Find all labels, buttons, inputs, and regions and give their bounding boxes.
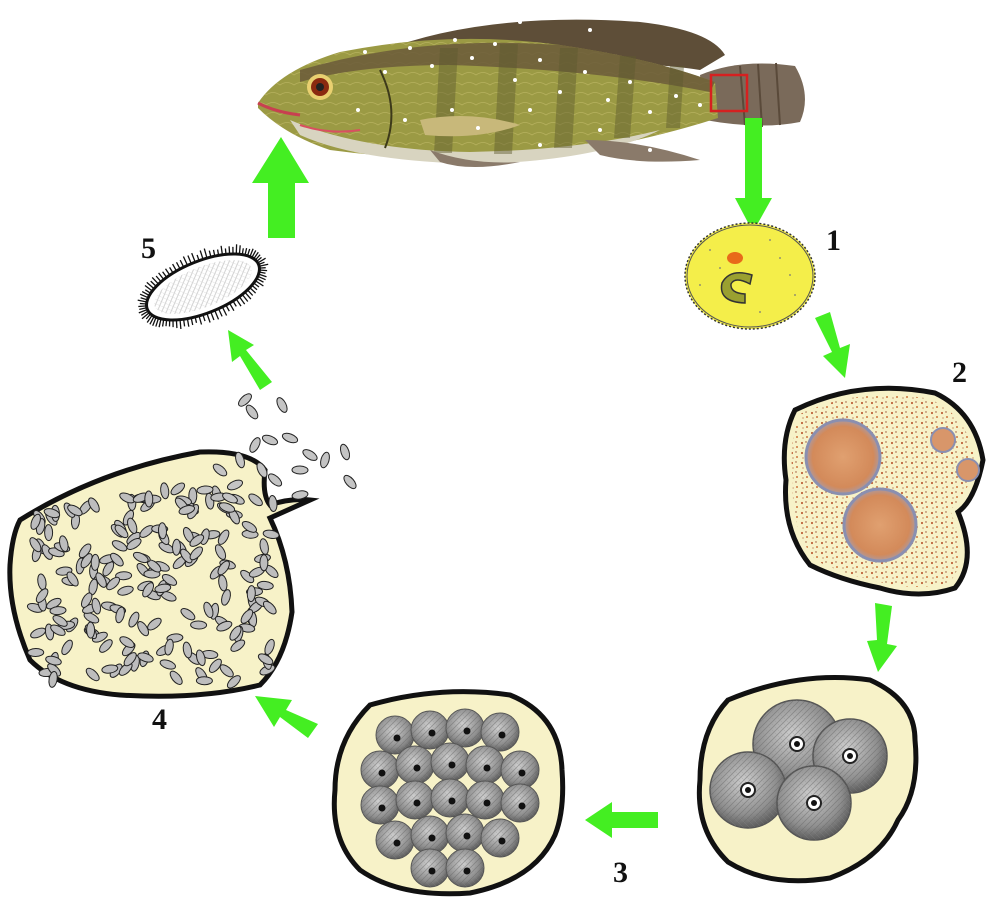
stage-4-cyst — [10, 452, 310, 696]
arrow-3-to-4 — [255, 696, 318, 738]
stage-5-label: 5 — [141, 234, 156, 264]
stage-1-label: 1 — [826, 226, 841, 256]
arrow-2-to-3 — [867, 603, 897, 672]
arrow-4-to-5 — [228, 330, 272, 390]
stage-1-cell — [685, 223, 815, 329]
stage-3-cyst-right — [699, 678, 916, 881]
arrow-5-to-fish — [252, 137, 309, 238]
stage-3-label: 3 — [613, 858, 628, 888]
arrow-3-to-3 — [585, 802, 658, 838]
stage-2-label: 2 — [952, 358, 967, 388]
arrow-1-to-2 — [815, 312, 850, 378]
stage-2-cyst — [784, 388, 983, 594]
fish-icon — [258, 20, 805, 167]
stage-3-cyst-left — [334, 692, 562, 894]
arrow-fish-to-1 — [735, 118, 772, 232]
ciliated-theront-icon — [138, 240, 269, 333]
stage-4-label: 4 — [152, 705, 167, 735]
